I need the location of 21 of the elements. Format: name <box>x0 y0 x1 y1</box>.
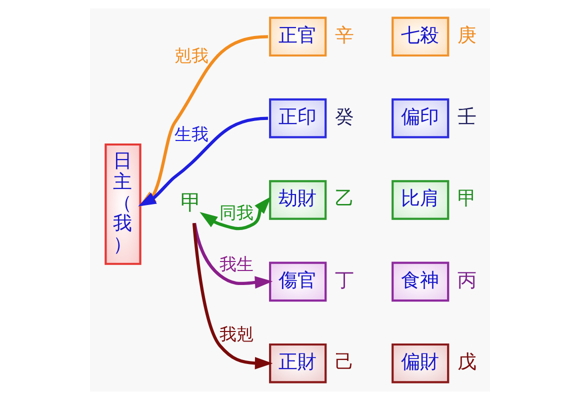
node-label: 乙 <box>335 188 354 210</box>
edge-label: 剋我 <box>174 46 209 66</box>
edge-label: 生我 <box>174 124 209 144</box>
node-label: 庚 <box>458 25 477 46</box>
node-text: 甲 <box>180 190 202 214</box>
node-label: 癸 <box>335 106 354 128</box>
node-label: 丙 <box>458 270 477 292</box>
edge-label: 我剋 <box>220 324 254 344</box>
node-label: 辛 <box>335 25 354 46</box>
arrow <box>192 222 273 289</box>
arrow <box>138 116 268 206</box>
edge-label: 同我 <box>220 202 254 223</box>
node-label: 丁 <box>335 270 354 292</box>
node-label: 戊 <box>458 352 477 373</box>
edge-label: 我生 <box>220 254 254 274</box>
arrow <box>138 35 268 207</box>
node-label: 己 <box>335 352 354 373</box>
arrow <box>200 196 272 230</box>
node-label: 甲 <box>458 188 477 210</box>
node-label: 壬 <box>458 106 477 128</box>
arrow <box>192 222 273 370</box>
